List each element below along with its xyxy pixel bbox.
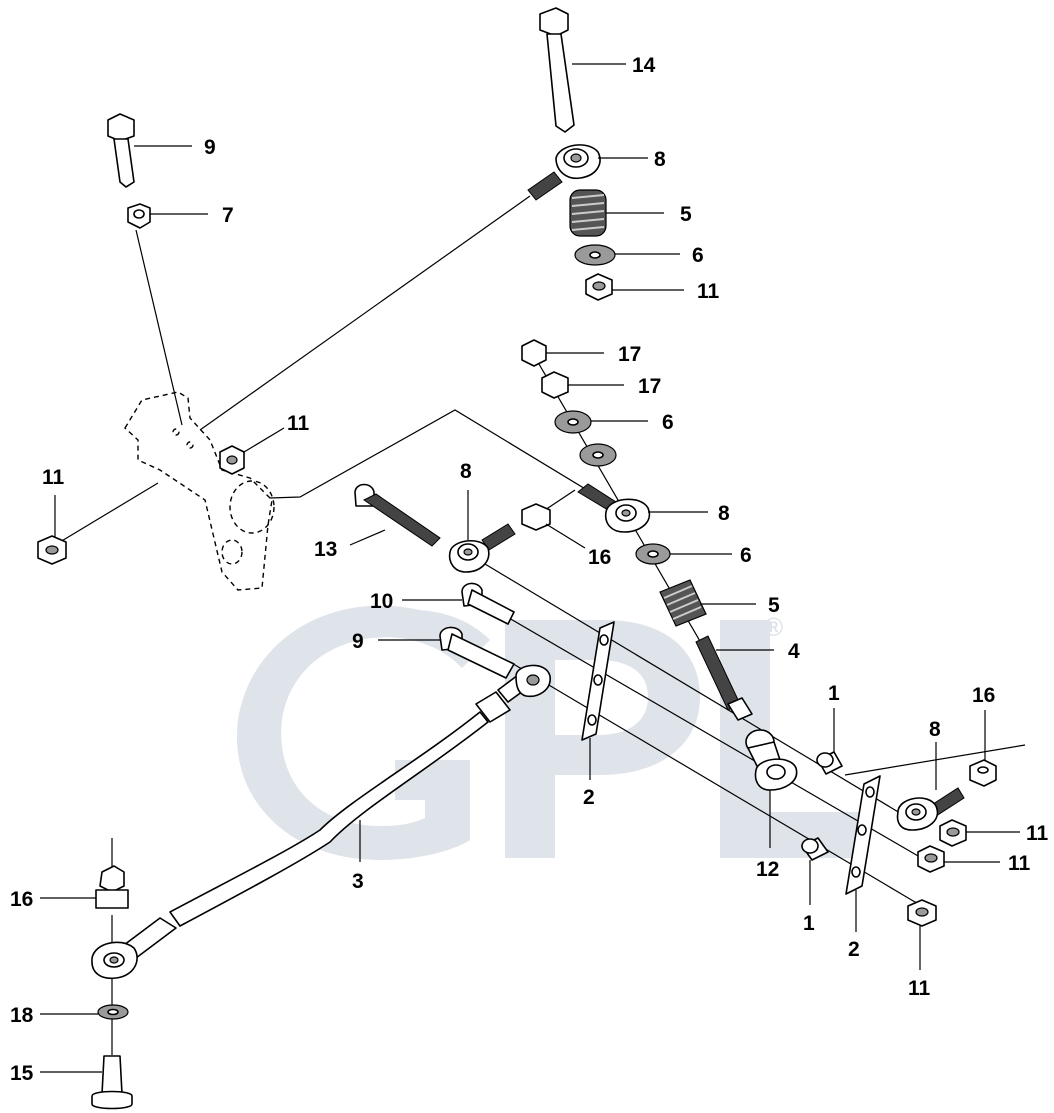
callout-16-mid: 16 [588, 546, 611, 569]
callout-4: 4 [788, 640, 800, 663]
callout-6-lower: 6 [740, 544, 752, 567]
nut-16-bottom [95, 865, 129, 909]
callout-17-a: 17 [618, 343, 641, 366]
link-rod-3 [91, 664, 551, 980]
callout-3: 3 [352, 870, 364, 893]
callout-11-right-b: 11 [1008, 852, 1031, 875]
bolt-13 [354, 483, 441, 547]
nut-11-upper [585, 273, 613, 301]
callout-2-b: 2 [848, 938, 860, 961]
callout-12: 12 [756, 858, 779, 881]
callout-16-bottom: 16 [10, 888, 33, 911]
spacer-1-b [801, 837, 829, 861]
callout-1-a: 1 [828, 682, 840, 705]
callout-8-upper: 8 [654, 148, 666, 171]
callout-16-right: 16 [972, 684, 995, 707]
callout-11-left: 11 [42, 466, 65, 489]
callout-7: 7 [222, 204, 234, 227]
callout-10: 10 [370, 590, 393, 613]
callout-9-upper: 9 [204, 136, 216, 159]
spring-5-upper [569, 189, 607, 237]
nut-11-right-a [939, 819, 967, 847]
callout-18: 18 [10, 1004, 34, 1027]
nut-11-right-c [907, 899, 937, 927]
callout-11-right-a: 11 [1026, 822, 1049, 845]
registered-mark: ® [764, 612, 783, 642]
callout-14: 14 [632, 54, 656, 77]
callout-13: 13 [314, 538, 337, 561]
callout-6-mid: 6 [662, 411, 674, 434]
callout-11-upper: 11 [697, 280, 720, 303]
callout-11-right-c: 11 [908, 977, 931, 1000]
callout-numbers: 14 9 8 7 5 6 11 17 17 6 11 11 8 13 16 8 … [10, 54, 1049, 1085]
spring-5-lower [659, 579, 707, 627]
washer-6-upper [574, 244, 616, 266]
bolt-14 [539, 7, 575, 133]
callout-8-mid-left: 8 [460, 460, 472, 483]
callout-9-lower: 9 [352, 630, 364, 653]
washer-6-mid-b [579, 443, 617, 467]
link-plate-2-b [845, 775, 881, 895]
callout-11-bracket: 11 [287, 412, 310, 435]
nut-7 [127, 203, 151, 229]
callout-leaders [40, 63, 1020, 1073]
callout-5-upper: 5 [680, 203, 692, 226]
control-bracket [124, 391, 275, 591]
nut-11-left [37, 535, 67, 565]
callout-1-b: 1 [803, 912, 815, 935]
pin-15 [91, 1055, 133, 1110]
link-plate-2-a [581, 621, 615, 741]
callout-5-lower: 5 [768, 594, 780, 617]
callout-8-right: 8 [929, 718, 941, 741]
nut-16-mid [521, 503, 551, 531]
nut-17-a [521, 339, 547, 367]
nut-17-b [541, 371, 569, 399]
rod-4 [695, 635, 753, 721]
callout-15: 15 [10, 1062, 34, 1085]
nut-16-right [969, 759, 997, 787]
rod-end-8-mid-left [448, 523, 516, 573]
callout-17-b: 17 [638, 375, 661, 398]
bolt-9-lower [439, 626, 515, 679]
gpl-watermark: ® [236, 605, 860, 860]
washer-6-lower [635, 543, 671, 565]
rod-end-8-mid-right [577, 483, 651, 533]
rod-end-8-upper [527, 144, 601, 201]
rod-end-8-right [896, 787, 965, 831]
nut-11-right-b [917, 845, 945, 873]
callout-8-mid-right: 8 [718, 502, 730, 525]
washer-18 [97, 1004, 129, 1020]
callout-6-upper: 6 [692, 244, 704, 267]
callout-2-a: 2 [583, 786, 595, 809]
bolt-9-upper [107, 113, 135, 188]
washer-6-mid-a [554, 410, 592, 434]
ball-joint-12 [745, 729, 798, 791]
nut-11-bracket [219, 445, 245, 475]
bolt-10 [461, 582, 515, 625]
spacer-1-a [816, 751, 843, 775]
